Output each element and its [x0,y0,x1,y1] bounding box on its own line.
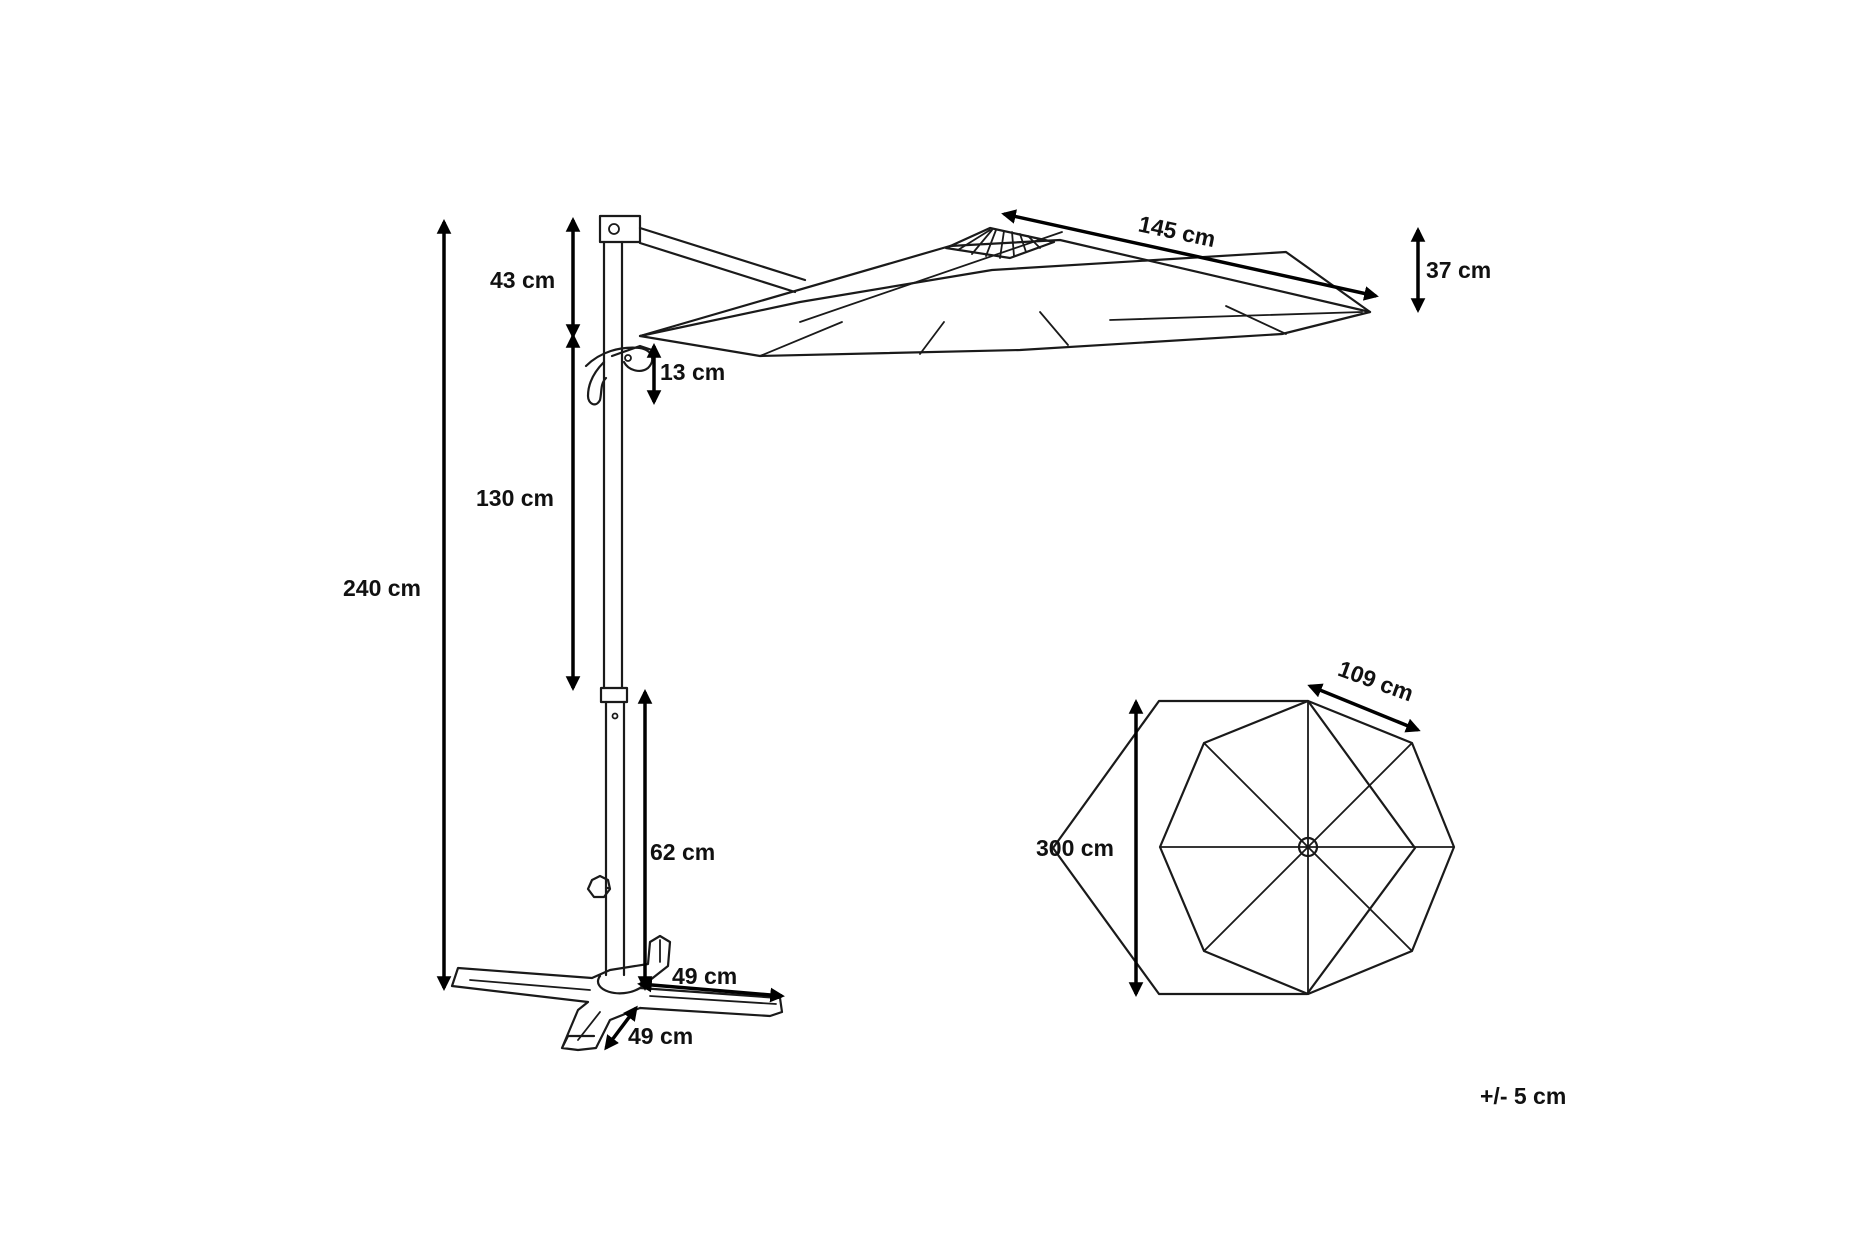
crank-pivot [624,354,632,362]
side-view-drawing [450,214,1372,1052]
pole-upper [602,240,624,690]
label-49-length: 49 cm [672,963,737,989]
pole-hole [611,712,619,720]
canopy-rib-lines [759,231,1363,357]
label-62: 62 cm [650,839,715,865]
cross-base-ribs [469,939,777,1041]
top-dimension-arrows [1128,683,1421,997]
label-49-width: 49 cm [628,1023,693,1049]
cantilever-arm [638,226,807,294]
label-240: 240 cm [343,575,421,601]
crank-handle [584,344,654,406]
tension-knob [586,874,612,899]
arrow-49-width [604,1005,638,1051]
cross-base [450,934,784,1052]
canopy-ribs-top [1159,700,1455,995]
top-view-drawing [1051,699,1456,996]
label-13: 13 cm [660,359,725,385]
canopy-center-hub [1297,836,1319,858]
tolerance-note: +/- 5 cm [1480,1083,1566,1109]
label-130: 130 cm [476,485,554,511]
label-43: 43 cm [490,267,555,293]
pole-top-pivot [608,223,620,235]
label-109: 109 cm [1335,655,1417,706]
arrow-49-length [637,977,785,1003]
pole-lower [604,700,626,977]
pole-top-cap [598,214,642,244]
label-37: 37 cm [1426,257,1491,283]
arrow-145 [1001,209,1379,301]
pole-collar [599,686,629,704]
side-dimension-arrows [436,209,1426,1051]
canopy-octagon [1051,699,1417,996]
arrow-109 [1307,683,1421,733]
label-300: 300 cm [1036,835,1114,861]
